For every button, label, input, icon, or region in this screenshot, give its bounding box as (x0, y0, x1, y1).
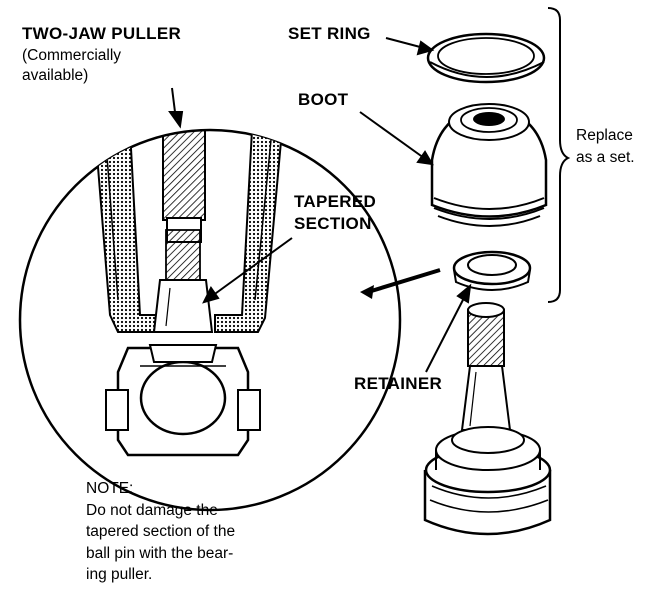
ball-pin-taper (152, 279, 214, 333)
note-line-2: tapered section of the (86, 523, 236, 540)
label-replace: Replace (576, 127, 633, 144)
boot-part (430, 103, 548, 227)
replace-set-bracket (547, 7, 571, 303)
label-set-ring: SET RING (288, 24, 371, 43)
magnifier-connector-line (367, 268, 441, 294)
puller-center-screw (162, 130, 206, 243)
leader-arrows (168, 37, 472, 373)
label-two-jaw-puller: TWO-JAW PULLER (22, 24, 182, 43)
note-block: NOTE: Do not damage the tapered section … (86, 478, 235, 586)
puller-right-jaw (214, 130, 284, 333)
label-retainer: RETAINER (354, 374, 443, 393)
note-heading: NOTE: (86, 480, 134, 497)
ball-pin-thread (165, 229, 201, 281)
retainer-part (452, 250, 532, 291)
label-commercially: (Commercially (22, 47, 122, 64)
detail-magnifier (18, 128, 402, 512)
label-as-a-set: as a set. (576, 149, 635, 166)
set-ring-part (426, 32, 546, 84)
ball-joint-body (105, 344, 261, 457)
label-boot: BOOT (298, 90, 349, 109)
label-available: available) (22, 67, 89, 84)
label-tapered: TAPERED (294, 192, 377, 211)
note-line-1: Do not damage the (86, 501, 218, 519)
magnifier-connector-tip (360, 285, 374, 299)
note-line-4: ing puller. (86, 566, 153, 583)
ball-pin-assembly (423, 302, 552, 536)
label-section: SECTION (294, 214, 372, 233)
note-line-3: ball pin with the bear- (86, 544, 234, 562)
